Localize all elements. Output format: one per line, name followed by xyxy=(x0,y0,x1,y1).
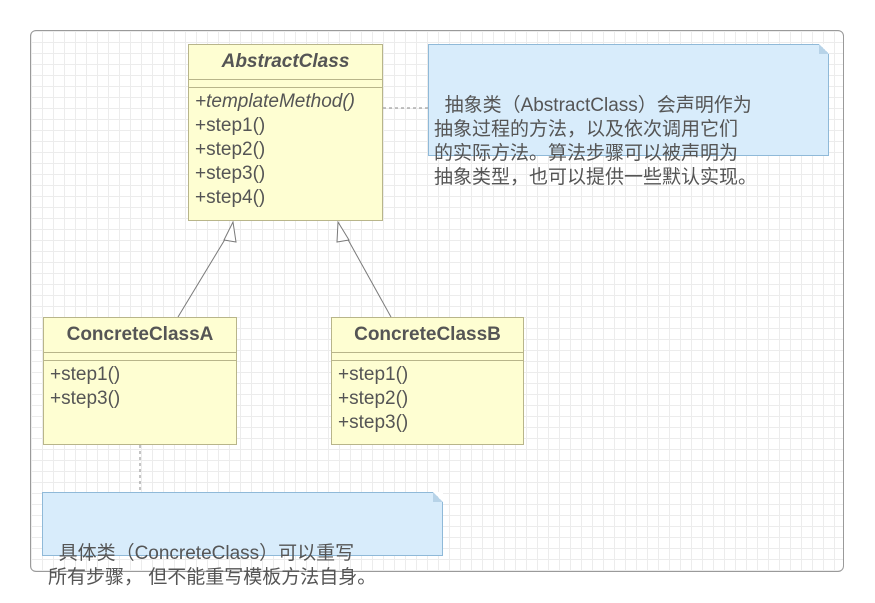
operation-step3: +step3() xyxy=(195,163,266,184)
concrete-class-b-name: ConcreteClassB xyxy=(332,318,523,353)
concrete-class-a-name: ConcreteClassA xyxy=(44,318,236,353)
concrete-class-a-attributes xyxy=(44,353,236,361)
concrete-class-a-box[interactable]: ConcreteClassA +step1() +step3() xyxy=(43,317,237,445)
abstract-class-operations: +templateMethod() +step1() +step2() +ste… xyxy=(189,88,382,210)
concrete-class-b-box[interactable]: ConcreteClassB +step1() +step2() +step3(… xyxy=(331,317,524,445)
concrete-class-b-attributes xyxy=(332,353,523,361)
abstract-class-box[interactable]: AbstractClass +templateMethod() +step1()… xyxy=(188,44,383,221)
operation-step4: +step4() xyxy=(195,187,266,208)
operation-step3: +step3() xyxy=(338,412,409,433)
concrete-class-b-operations: +step1() +step2() +step3() xyxy=(332,361,523,435)
note-fold-corner xyxy=(819,44,829,54)
concrete-class-note[interactable]: 具体类（ConcreteClass）可以重写 所有步骤， 但不能重写模板方法自身… xyxy=(42,492,443,588)
concrete-class-a-operations: +step1() +step3() xyxy=(44,361,236,411)
abstract-class-note-text: 抽象类（AbstractClass）会声明作为 抽象过程的方法，以及依次调用它们… xyxy=(434,95,758,188)
operation-step1: +step1() xyxy=(338,364,409,385)
operation-step2: +step2() xyxy=(195,139,266,160)
abstract-class-name: AbstractClass xyxy=(189,45,382,80)
abstract-class-note[interactable]: 抽象类（AbstractClass）会声明作为 抽象过程的方法，以及依次调用它们… xyxy=(428,44,829,188)
operation-step3: +step3() xyxy=(50,388,121,409)
abstract-class-attributes xyxy=(189,80,382,88)
operation-step2: +step2() xyxy=(338,388,409,409)
operation-step1: +step1() xyxy=(50,364,121,385)
operation-step1: +step1() xyxy=(195,115,266,136)
operation-template-method: +templateMethod() xyxy=(195,91,355,112)
note-fold-corner xyxy=(433,492,443,502)
concrete-class-note-text: 具体类（ConcreteClass）可以重写 所有步骤， 但不能重写模板方法自身… xyxy=(48,543,377,588)
